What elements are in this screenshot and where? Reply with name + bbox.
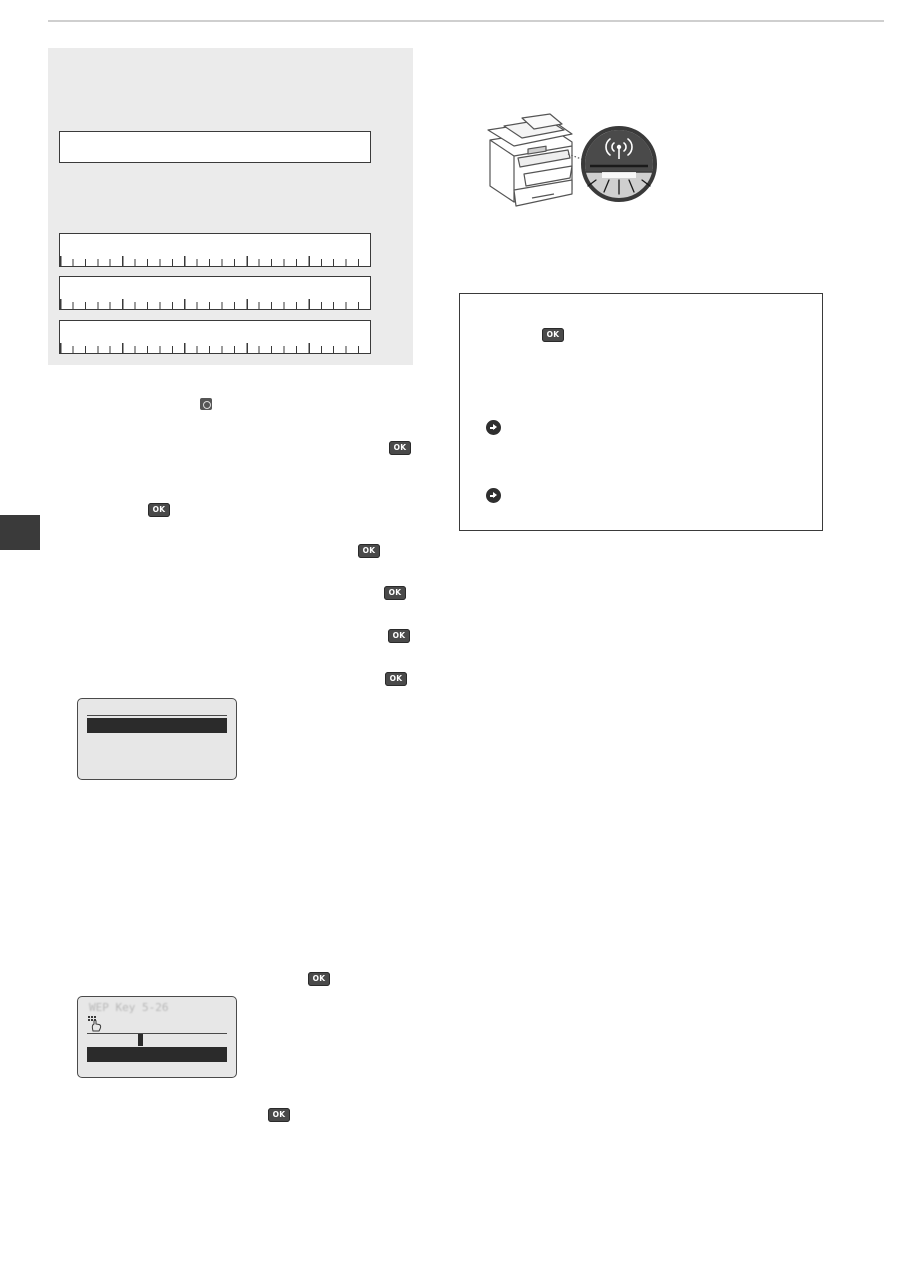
character-ticks-major bbox=[60, 256, 370, 266]
lcd-divider bbox=[87, 715, 227, 716]
ok-key-icon: OK bbox=[308, 972, 330, 986]
top-rule bbox=[48, 20, 884, 22]
ok-key-icon: OK bbox=[384, 586, 406, 600]
lcd-title: WEP Key 5-26 bbox=[89, 1001, 169, 1014]
ok-key-icon: OK bbox=[385, 672, 407, 686]
settings-key-icon bbox=[200, 398, 212, 410]
arrow-right-circle-icon bbox=[486, 488, 501, 503]
ok-key-icon: OK bbox=[268, 1108, 290, 1122]
ssid-write-in-box bbox=[59, 131, 371, 163]
network-info-worksheet bbox=[48, 48, 413, 365]
ok-key-icon: OK bbox=[148, 503, 170, 517]
info-box: OK bbox=[459, 293, 823, 531]
lcd-selected-row bbox=[87, 718, 227, 733]
key-write-in-row-2 bbox=[59, 276, 371, 310]
key-write-in-row-1 bbox=[59, 233, 371, 267]
ok-key-icon: OK bbox=[358, 544, 380, 558]
lcd-text-cursor bbox=[138, 1034, 143, 1046]
lcd-selected-row bbox=[87, 1047, 227, 1062]
keyboard-touch-icon bbox=[88, 1016, 102, 1032]
chapter-side-tab bbox=[0, 515, 40, 550]
ok-key-icon: OK bbox=[388, 629, 410, 643]
printer-illustration bbox=[487, 113, 657, 207]
character-ticks-major bbox=[60, 299, 370, 309]
key-write-in-row-3 bbox=[59, 320, 371, 354]
character-ticks-major bbox=[60, 343, 370, 353]
arrow-right-circle-icon bbox=[486, 420, 501, 435]
ok-key-icon: OK bbox=[389, 441, 411, 455]
lcd-input-line bbox=[87, 1033, 227, 1034]
ok-key-icon: OK bbox=[542, 328, 564, 342]
lcd-screen-menu bbox=[77, 698, 237, 780]
lcd-screen-wep-key: WEP Key 5-26 bbox=[77, 996, 237, 1078]
